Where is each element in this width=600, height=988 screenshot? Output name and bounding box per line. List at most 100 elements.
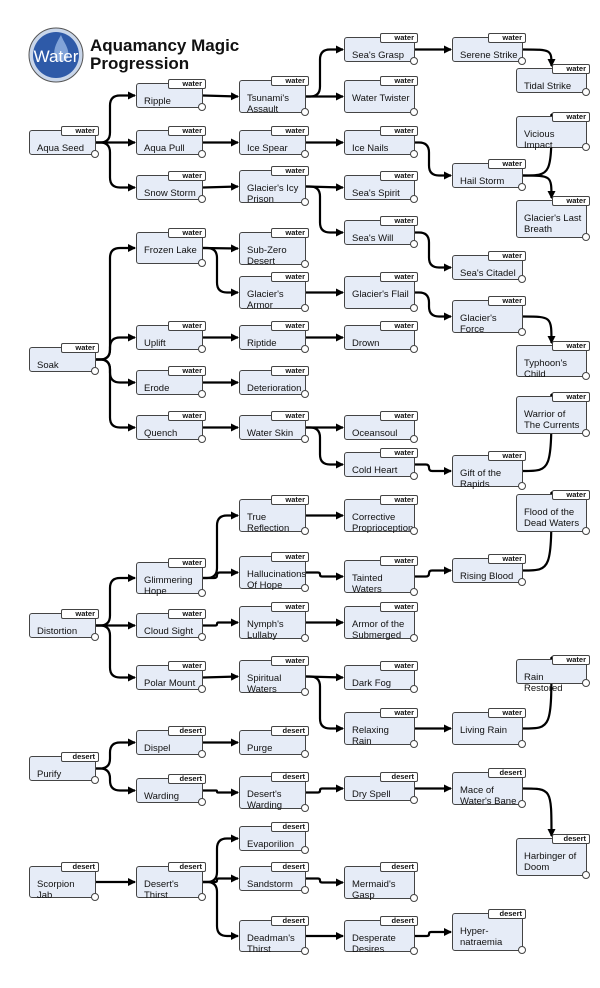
port-icon[interactable] bbox=[301, 688, 309, 696]
port-icon[interactable] bbox=[410, 195, 418, 203]
port-icon[interactable] bbox=[582, 871, 590, 879]
port-icon[interactable] bbox=[301, 750, 309, 758]
port-icon[interactable] bbox=[410, 304, 418, 312]
port-icon[interactable] bbox=[198, 150, 206, 158]
port-icon[interactable] bbox=[410, 150, 418, 158]
port-icon[interactable] bbox=[301, 804, 309, 812]
port-icon[interactable] bbox=[301, 260, 309, 268]
port-icon[interactable] bbox=[582, 88, 590, 96]
port-icon[interactable] bbox=[91, 367, 99, 375]
port-icon[interactable] bbox=[301, 886, 309, 894]
port-icon[interactable] bbox=[301, 108, 309, 116]
port-icon[interactable] bbox=[518, 57, 526, 65]
port-icon[interactable] bbox=[301, 345, 309, 353]
port-icon[interactable] bbox=[410, 57, 418, 65]
port-icon[interactable] bbox=[91, 776, 99, 784]
port-icon[interactable] bbox=[198, 893, 206, 901]
port-icon[interactable] bbox=[410, 894, 418, 902]
port-icon[interactable] bbox=[410, 108, 418, 116]
port-icon[interactable] bbox=[198, 345, 206, 353]
port-icon[interactable] bbox=[198, 633, 206, 641]
port-icon[interactable] bbox=[301, 150, 309, 158]
port-icon[interactable] bbox=[198, 589, 206, 597]
port-icon[interactable] bbox=[410, 588, 418, 596]
port-icon[interactable] bbox=[518, 578, 526, 586]
port-icon[interactable] bbox=[91, 633, 99, 641]
port-icon[interactable] bbox=[582, 429, 590, 437]
port-icon[interactable] bbox=[91, 150, 99, 158]
port-icon[interactable] bbox=[582, 372, 590, 380]
port-icon[interactable] bbox=[198, 259, 206, 267]
port-icon[interactable] bbox=[301, 947, 309, 955]
port-icon[interactable] bbox=[198, 390, 206, 398]
port-icon[interactable] bbox=[410, 527, 418, 535]
port-icon[interactable] bbox=[410, 435, 418, 443]
port-icon[interactable] bbox=[301, 390, 309, 398]
port-icon[interactable] bbox=[198, 435, 206, 443]
port-icon[interactable] bbox=[518, 482, 526, 490]
port-icon[interactable] bbox=[198, 103, 206, 111]
port-icon[interactable] bbox=[91, 893, 99, 901]
port-icon[interactable] bbox=[518, 800, 526, 808]
port-icon[interactable] bbox=[518, 183, 526, 191]
port-icon[interactable] bbox=[518, 275, 526, 283]
port-icon[interactable] bbox=[410, 345, 418, 353]
port-icon[interactable] bbox=[198, 195, 206, 203]
port-icon[interactable] bbox=[410, 947, 418, 955]
port-icon[interactable] bbox=[198, 798, 206, 806]
